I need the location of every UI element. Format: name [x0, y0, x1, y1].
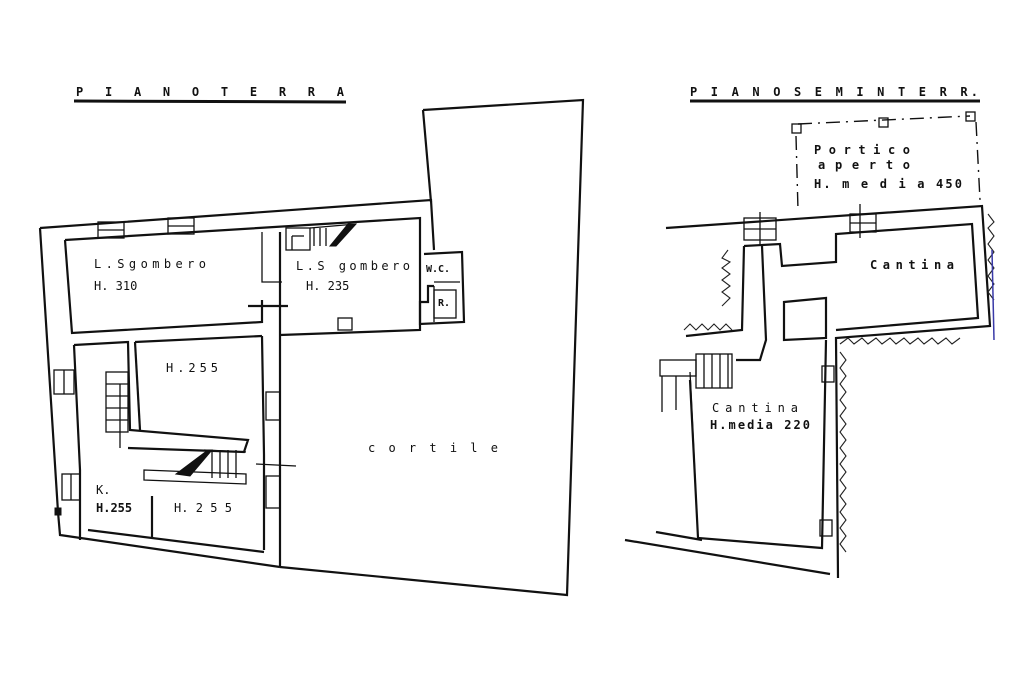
piano-seminterrato-plan: P I A N O S E M I N T E R R. [624, 85, 995, 579]
piano-seminterrato-title: P I A N O S E M I N T E R R. [690, 85, 978, 99]
room-label-cantina-1: C a n t i n a [870, 258, 954, 272]
room-height-255-b: H. 2 5 5 [174, 501, 232, 515]
cortile-outline [279, 98, 585, 597]
room-label-cortile: c o r t i l e [368, 441, 498, 455]
piano-terra-plan: P I A N O T E R R A [38, 85, 585, 597]
room-label-sgombero-1: L.Sgombero [94, 257, 206, 271]
room-label-r: R. [438, 298, 450, 309]
room-label-cantina-2: C a n t i n a [712, 401, 798, 415]
room-label-portico: P o r t i c o [814, 143, 910, 157]
room-label-wc: W.C. [426, 264, 450, 275]
room-label-sgombero-2: L.S gombero [296, 259, 410, 273]
room-height-portico: H. m e d i a 450 [814, 177, 962, 191]
room-label-k: K. [96, 483, 110, 497]
room-height-sgombero-2: H. 235 [306, 279, 349, 293]
room-height-sgombero-1: H. 310 [94, 279, 137, 293]
blue-mark [991, 249, 995, 341]
portico-outline [797, 115, 971, 125]
title-underline [73, 99, 347, 104]
room-height-cantina-2: H.media 220 [710, 418, 810, 432]
room-height-255-a: H.255 [166, 361, 218, 375]
building-outer-wall [39, 198, 436, 251]
room-height-k: H.255 [96, 501, 132, 515]
piano-terra-title: P I A N O T E R R A [76, 85, 345, 99]
room-sublabel-aperto: a p e r t o [818, 158, 910, 172]
